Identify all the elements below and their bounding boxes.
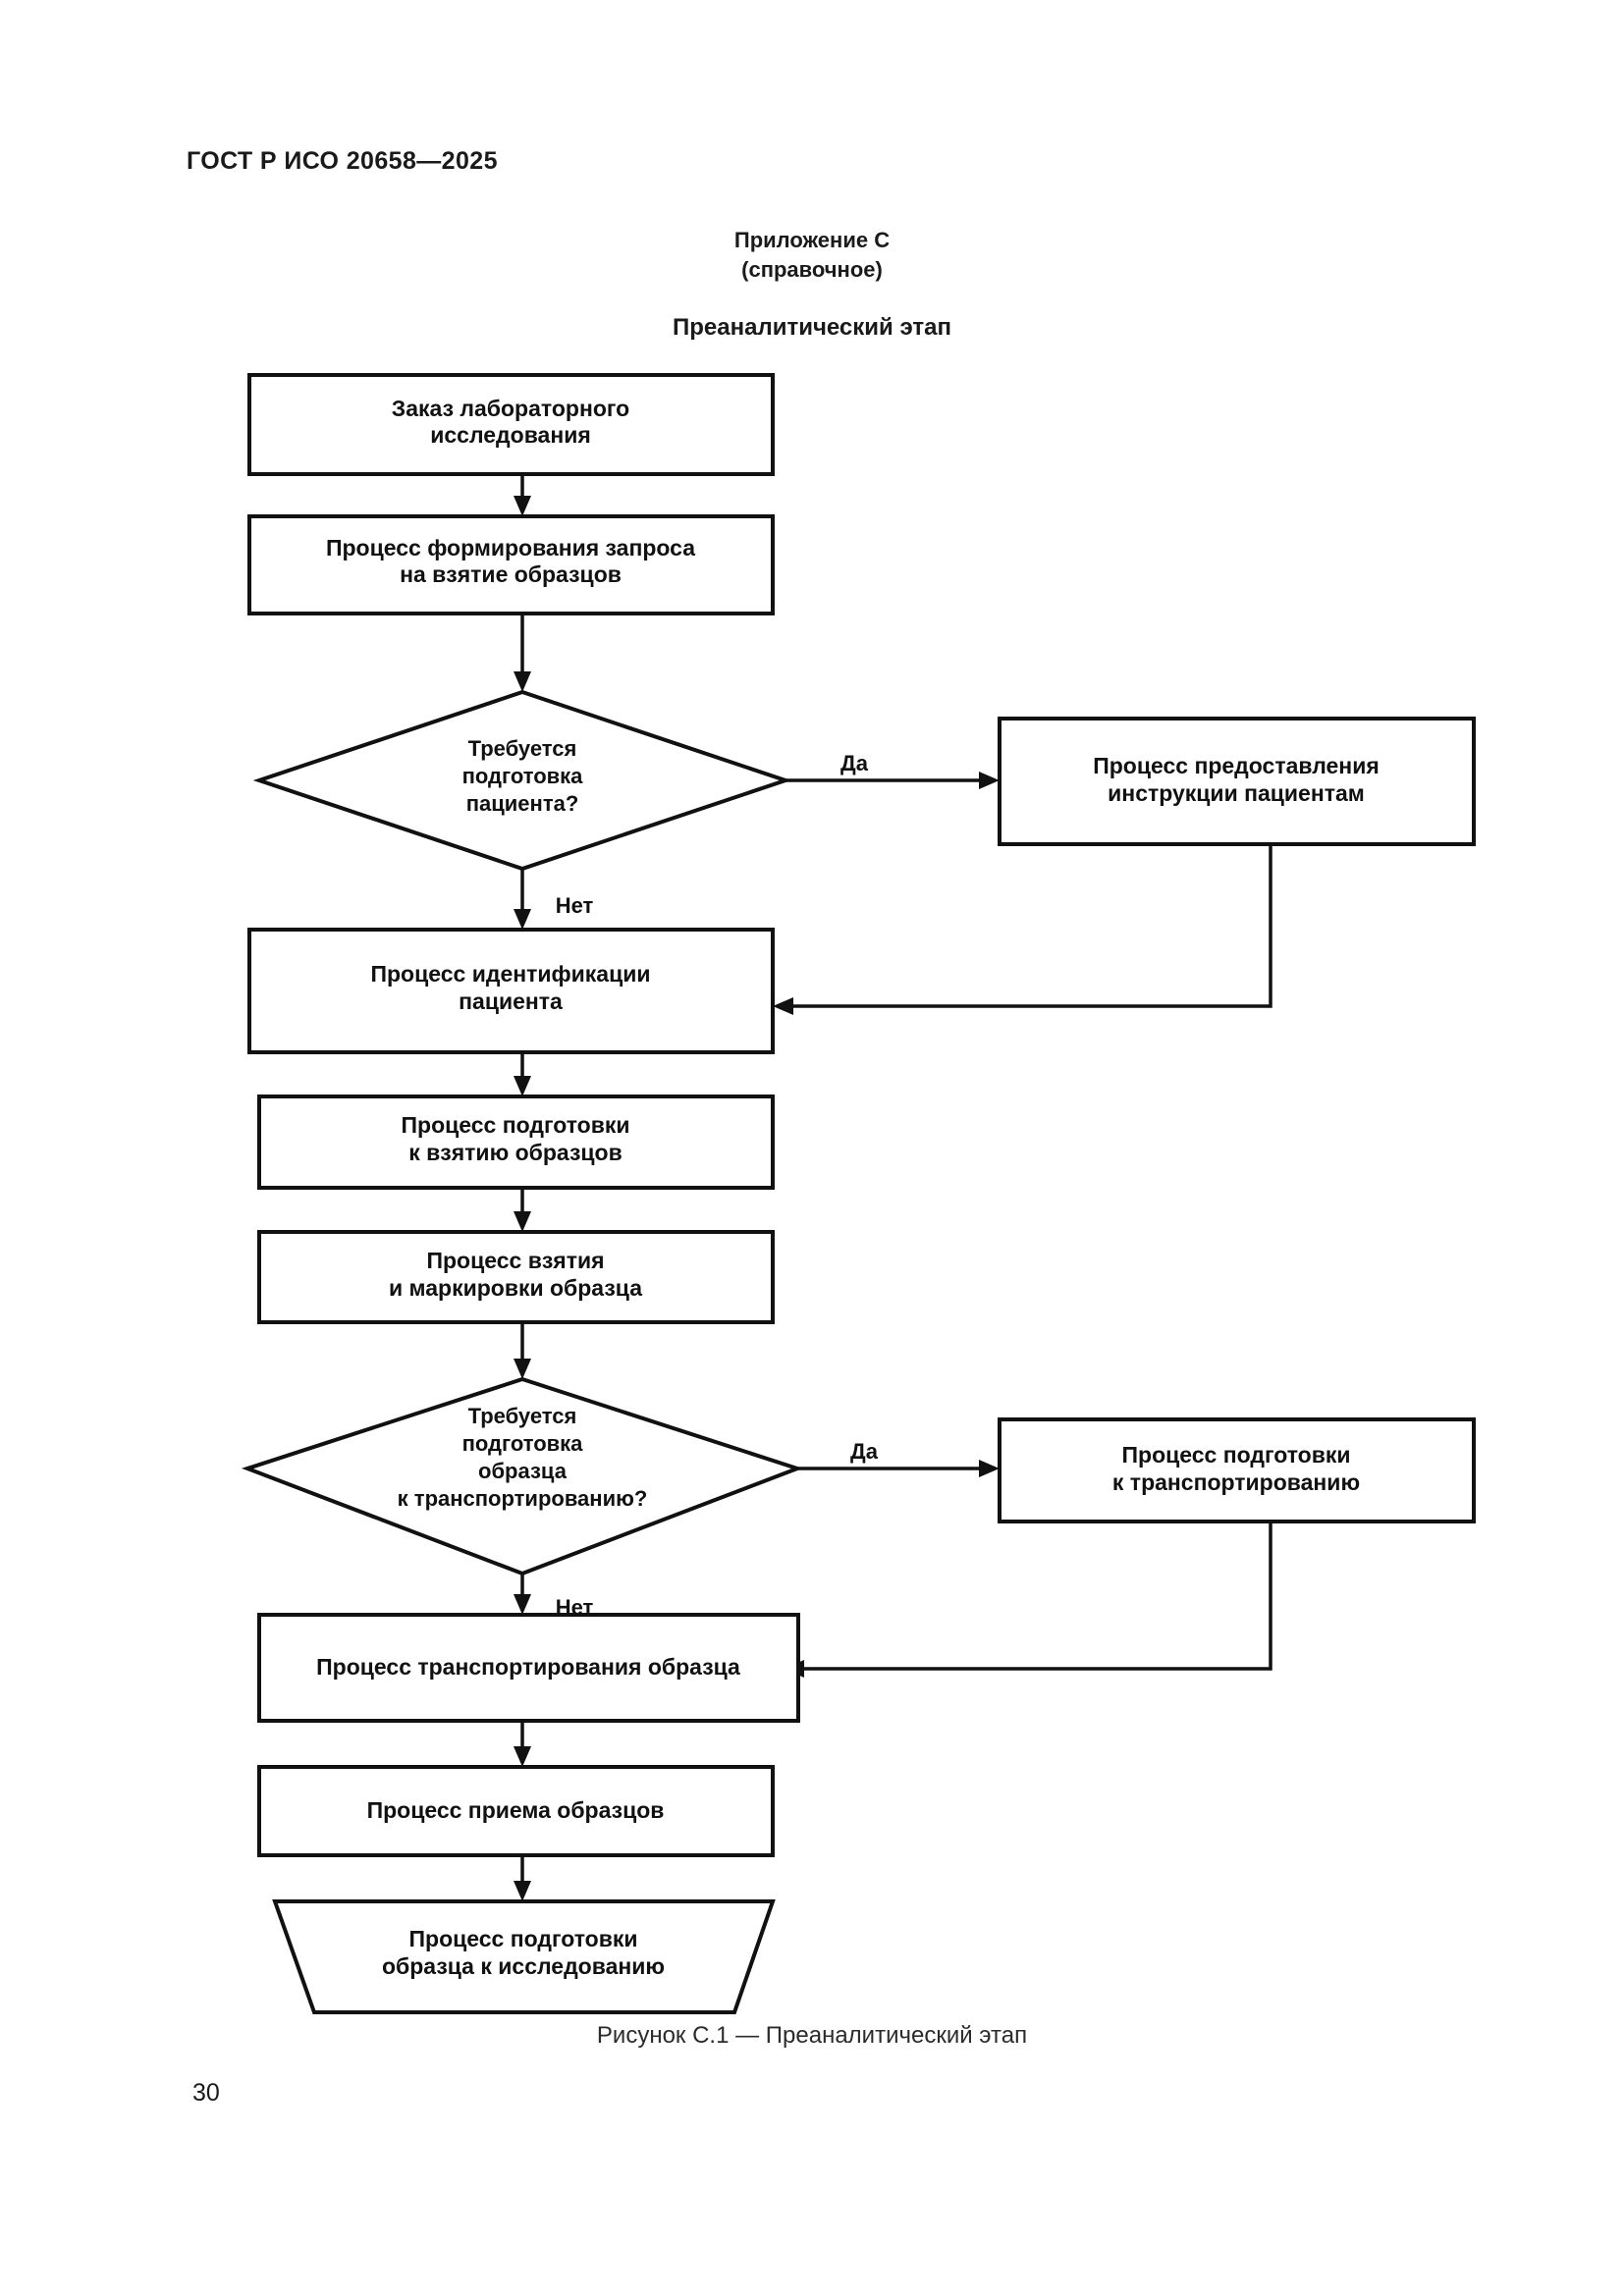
node-order-lab-study-line1: Заказ лабораторного bbox=[392, 396, 629, 421]
node-sampling-preparation: Процесс подготовки к взятию образцов bbox=[257, 1095, 775, 1190]
node-transport-preparation-line2: к транспортированию bbox=[1112, 1469, 1360, 1495]
connector-n9-n10 bbox=[514, 1855, 531, 1901]
node-sample-collection-labeling-line1: Процесс взятия bbox=[426, 1248, 604, 1273]
connector-n1-n2 bbox=[514, 474, 531, 516]
connector-n8-n9 bbox=[514, 1721, 531, 1767]
decision-patient-preparation-line1: Требуется bbox=[468, 736, 577, 761]
flowchart: Заказ лабораторного исследования Процесс… bbox=[0, 353, 1624, 2042]
node-patient-instructions-line2: инструкции пациентам bbox=[1108, 780, 1365, 806]
connector-n6-d2 bbox=[514, 1322, 531, 1379]
node-request-formation-line1: Процесс формирования запроса bbox=[326, 535, 695, 561]
decision-patient-preparation-line2: подготовка bbox=[462, 764, 584, 788]
edge-label-d1-no: Нет bbox=[556, 893, 594, 918]
decision-sample-transport-line2: подготовка bbox=[462, 1431, 584, 1456]
annex-subtitle: (справочное) bbox=[741, 256, 883, 282]
node-sample-preparation-for-analysis: Процесс подготовки образца к исследовани… bbox=[272, 1899, 776, 2014]
node-sample-transportation-line1: Процесс транспортирования образца bbox=[316, 1654, 740, 1680]
decision-patient-preparation-line3: пациента? bbox=[466, 791, 579, 816]
connector-n3-n4 bbox=[773, 844, 1272, 1015]
connector-d2-no-n8 bbox=[514, 1574, 531, 1615]
decision-sample-transport-line1: Требуется bbox=[468, 1404, 577, 1428]
node-patient-identification-line2: пациента bbox=[459, 988, 563, 1014]
node-patient-instructions-line1: Процесс предоставления bbox=[1093, 753, 1380, 778]
node-sample-preparation-line2: образца к исследованию bbox=[382, 1953, 665, 1979]
annex-title: Приложение С bbox=[733, 228, 891, 252]
node-sample-reception-line1: Процесс приема образцов bbox=[367, 1797, 665, 1823]
node-patient-identification: Процесс идентификации пациента bbox=[247, 928, 775, 1054]
flowchart-canvas: Заказ лабораторного исследования Процесс… bbox=[241, 373, 1476, 2014]
node-patient-identification-line1: Процесс идентификации bbox=[370, 961, 650, 987]
node-sample-preparation-line1: Процесс подготовки bbox=[408, 1926, 637, 1951]
node-sample-collection-labeling: Процесс взятия и маркировки образца bbox=[257, 1230, 775, 1324]
stage-title: Преаналитический этап bbox=[673, 314, 951, 341]
node-sample-transportation: Процесс транспортирования образца bbox=[257, 1613, 800, 1723]
node-sampling-preparation-line2: к взятию образцов bbox=[408, 1140, 622, 1165]
figure-caption: Рисунок С.1 — Преаналитический этап bbox=[596, 2022, 1028, 2049]
connector-d1-no-n4 bbox=[514, 869, 531, 930]
node-request-formation-line2: на взятие образцов bbox=[400, 561, 622, 587]
document-header: ГОСТ Р ИСО 20658—2025 bbox=[187, 147, 498, 175]
annex-heading-block: Приложение С (справочное) bbox=[0, 226, 1624, 284]
connector-n7-n8 bbox=[784, 1522, 1272, 1678]
connector-n5-n6 bbox=[514, 1188, 531, 1232]
decision-sample-transport-line4: к транспортированию? bbox=[398, 1486, 648, 1511]
connector-n4-n5 bbox=[514, 1052, 531, 1096]
node-sample-collection-labeling-line2: и маркировки образца bbox=[389, 1275, 642, 1301]
node-order-lab-study: Заказ лабораторного исследования bbox=[247, 373, 775, 476]
decision-sample-transport-preparation: Требуется подготовка образца к транспорт… bbox=[241, 1376, 804, 1576]
connector-n2-d1 bbox=[514, 614, 531, 692]
node-transport-preparation: Процесс подготовки к транспортированию bbox=[998, 1417, 1476, 1523]
decision-sample-transport-line3: образца bbox=[478, 1459, 568, 1483]
connector-d1-yes-n3 bbox=[785, 772, 1000, 789]
node-order-lab-study-line2: исследования bbox=[430, 422, 591, 448]
node-sampling-preparation-line1: Процесс подготовки bbox=[401, 1112, 629, 1138]
edge-label-d1-yes: Да bbox=[840, 751, 869, 775]
node-patient-instructions: Процесс предоставления инструкции пациен… bbox=[998, 717, 1476, 846]
node-request-formation: Процесс формирования запроса на взятие о… bbox=[247, 514, 775, 615]
node-sample-reception: Процесс приема образцов bbox=[257, 1765, 775, 1857]
node-transport-preparation-line1: Процесс подготовки bbox=[1121, 1442, 1350, 1468]
edge-label-d2-yes: Да bbox=[850, 1439, 879, 1464]
decision-patient-preparation: Требуется подготовка пациента? bbox=[252, 689, 792, 872]
connector-d2-yes-n7 bbox=[797, 1460, 1000, 1477]
page-number: 30 bbox=[192, 2079, 220, 2107]
